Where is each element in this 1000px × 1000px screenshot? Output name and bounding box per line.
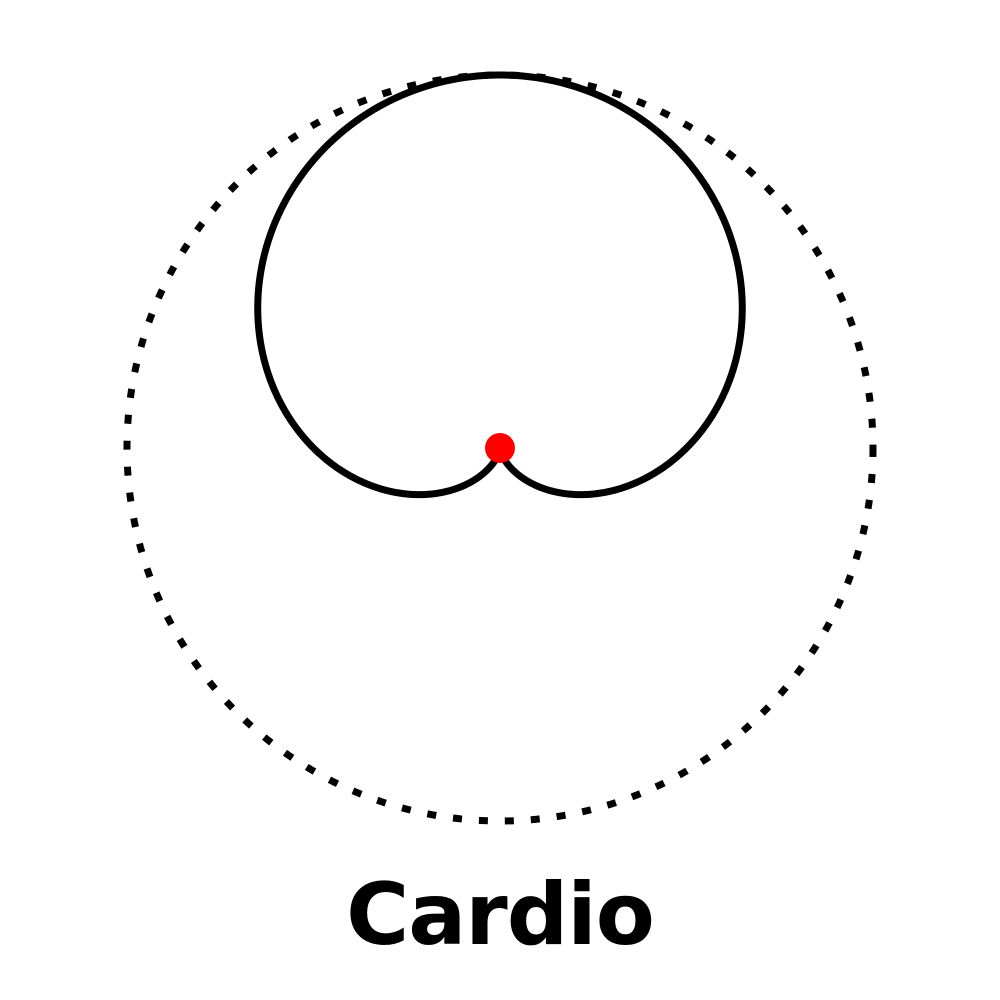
mic-position-dot xyxy=(485,433,515,463)
reference-circle xyxy=(123,71,877,825)
pattern-label: Cardio xyxy=(346,865,655,965)
